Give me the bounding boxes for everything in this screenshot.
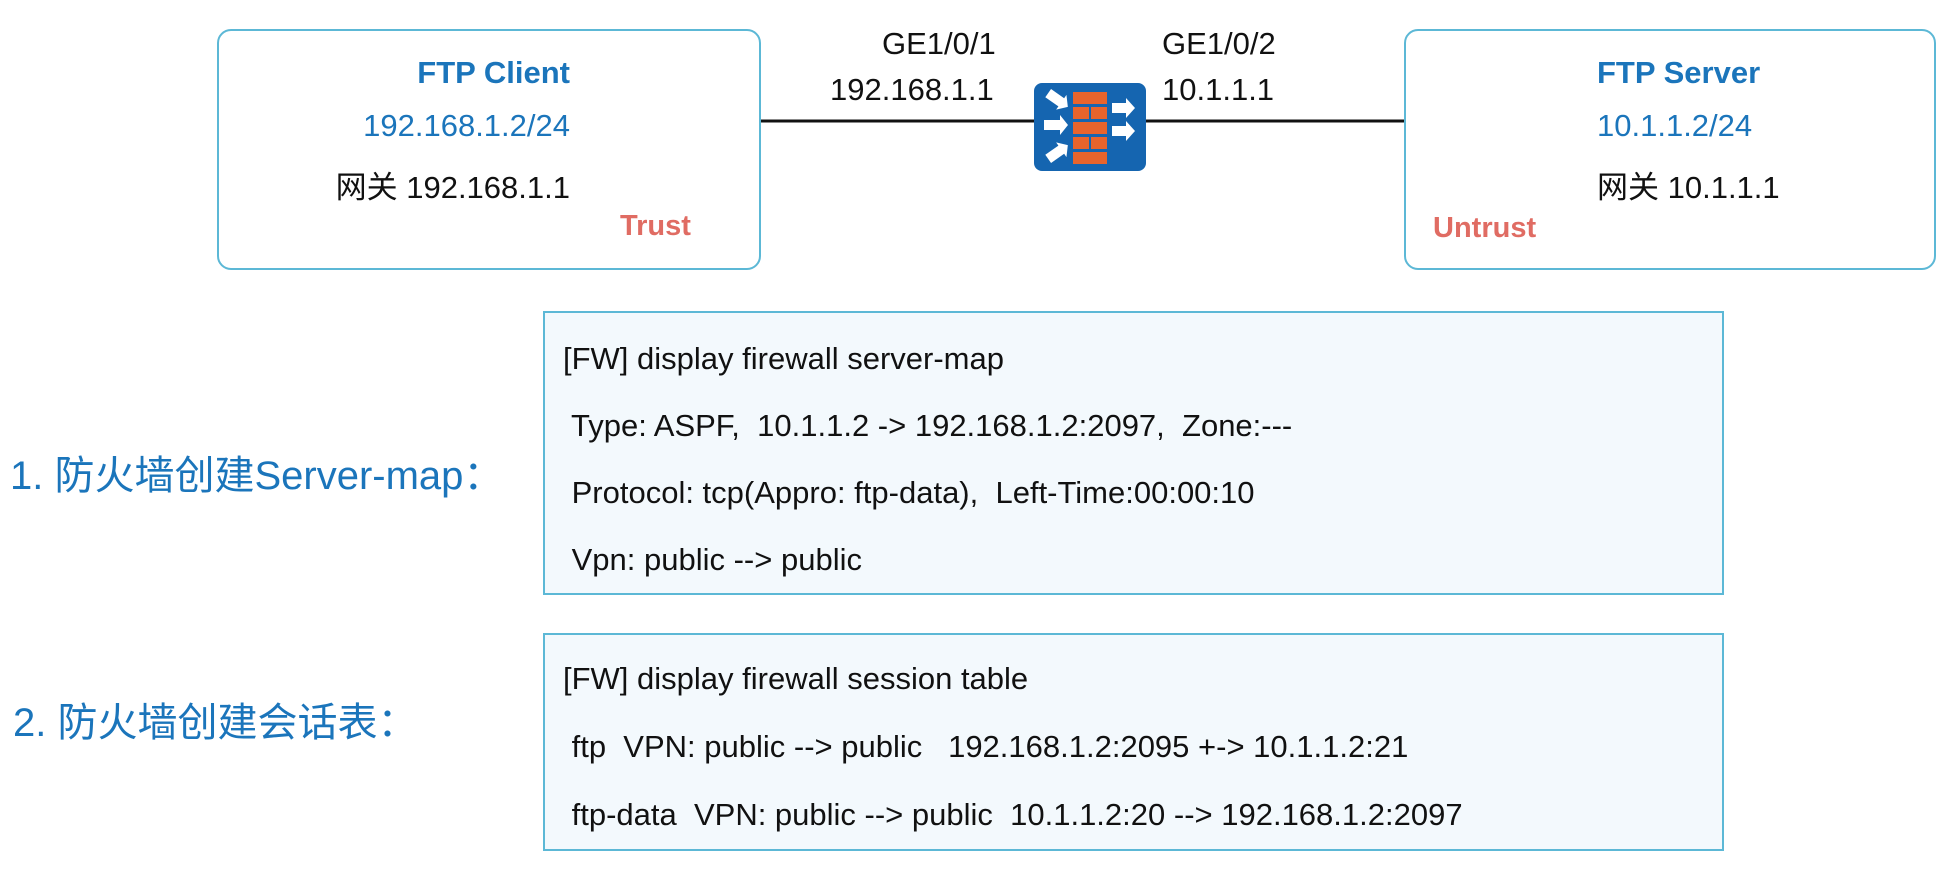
server-ip: 10.1.1.2/24: [1597, 108, 1753, 143]
client-gateway: 网关 192.168.1.1: [335, 170, 570, 205]
server-map-line: Protocol: tcp(Appro: ftp-data), Left-Tim…: [563, 475, 1255, 510]
server-map-line: Vpn: public --> public: [563, 542, 862, 577]
server-map-line: Type: ASPF, 10.1.1.2 -> 192.168.1.2:2097…: [563, 408, 1293, 443]
firewall-right-ip: 10.1.1.1: [1162, 72, 1275, 107]
untrust-zone-label: Untrust: [1433, 212, 1537, 244]
server-map-output-box: [FW] display firewall server-map Type: A…: [543, 311, 1724, 595]
session-table-row: ftp-data VPN: public --> public 10.1.1.2…: [563, 797, 1463, 832]
firewall-right-interface: GE1/0/2: [1162, 26, 1276, 61]
firewall-left-ip: 192.168.1.1: [830, 72, 994, 107]
firewall-left-interface: GE1/0/1: [882, 26, 996, 61]
untrust-zone-box: [1404, 29, 1936, 270]
client-ip: 192.168.1.2/24: [363, 108, 570, 143]
session-table-output-box: [FW] display firewall session table ftp …: [543, 633, 1724, 851]
client-name: FTP Client: [417, 55, 570, 90]
session-table-command: [FW] display firewall session table: [563, 661, 1029, 696]
server-gateway: 网关 10.1.1.1: [1597, 170, 1780, 205]
server-name: FTP Server: [1597, 55, 1761, 90]
firewall-icon: [1034, 83, 1146, 171]
server-map-command: [FW] display firewall server-map: [563, 341, 1004, 376]
step-2-label: 2. 防火墙创建会话表：: [13, 701, 418, 745]
session-table-row: ftp VPN: public --> public 192.168.1.2:2…: [563, 729, 1409, 764]
trust-zone-label: Trust: [620, 210, 691, 242]
step-1-label: 1. 防火墙创建Server-map：: [10, 454, 504, 498]
trust-zone-box: [217, 29, 761, 270]
